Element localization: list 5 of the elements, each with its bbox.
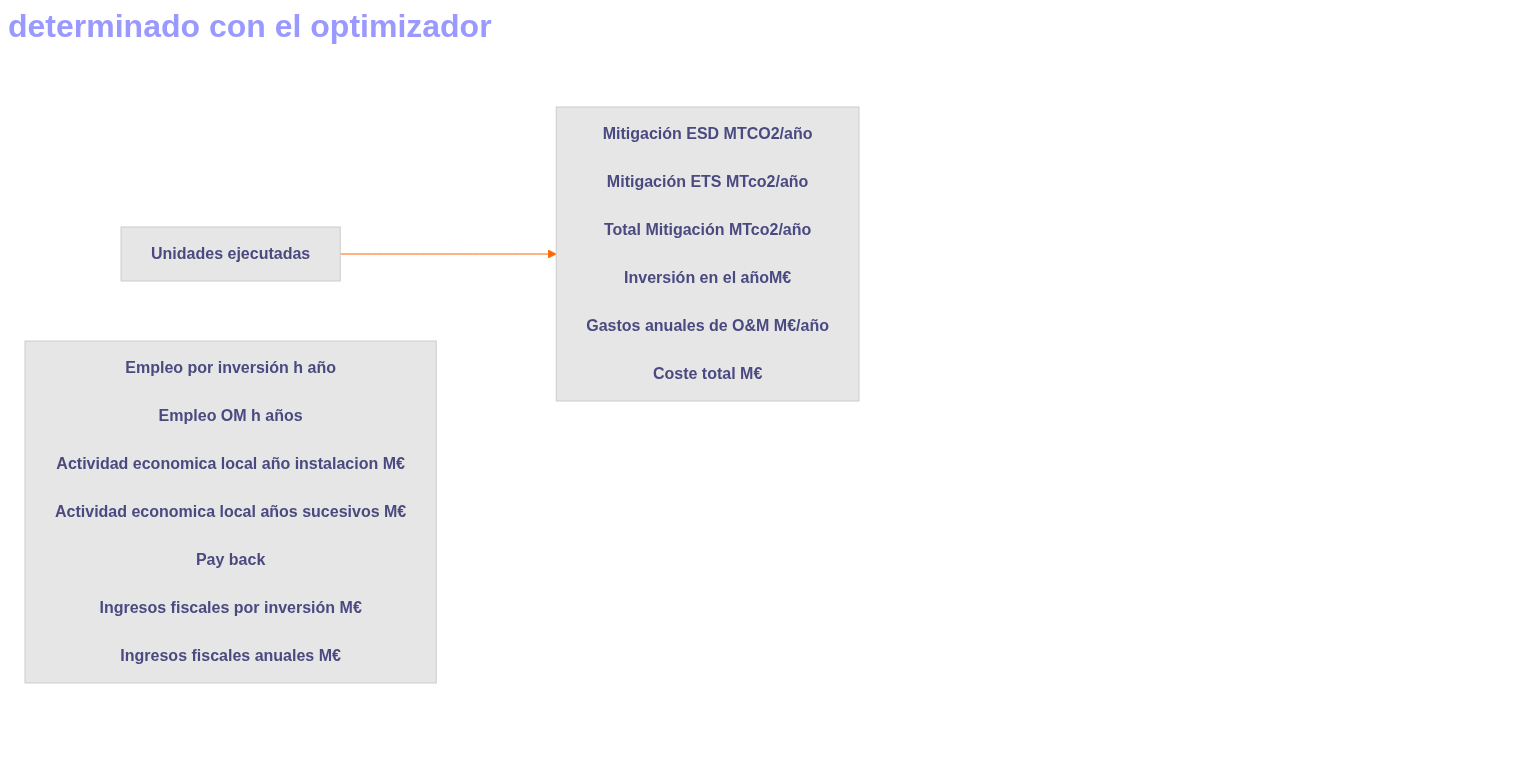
diagram-title: determinado con el optimizador	[8, 8, 492, 45]
node-box: Mitigación ESD MTCO2/año Mitigación ETS MTco2/año Total Mitigación MTco2/año Inversión en el añoM€ Gastos anuales de O&M M€/año Coste total M€	[555, 106, 859, 402]
arrow	[339, 249, 557, 259]
node-box: Unidades ejecutadas	[120, 226, 341, 282]
node-box: Empleo por inversión h año Empleo OM h años Actividad economica local año instalacion M€ Actividad economica local años sucesivos M€ Pay back Ingresos fiscales por inversión M€ Ingresos fiscales anuales M€	[24, 340, 437, 684]
